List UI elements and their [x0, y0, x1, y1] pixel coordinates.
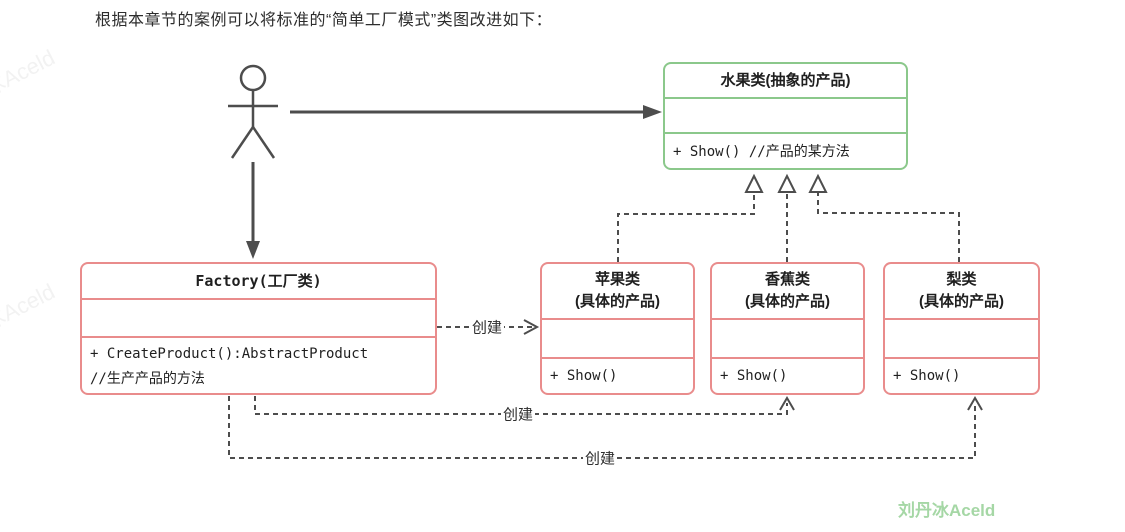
- class-apple-title: 苹果类 (具体的产品): [542, 264, 693, 318]
- edge-label-create-pear: 创建: [582, 447, 618, 469]
- class-fruit-method: + Show() //产品的某方法: [665, 132, 906, 168]
- actor-head: [239, 64, 267, 92]
- arrowhead-hollow-triangle: [777, 173, 797, 193]
- class-pear-method: + Show(): [885, 357, 1038, 393]
- watermark-author: 刘丹冰Aceld: [898, 501, 996, 520]
- inheritance-pear-to-fruit: [808, 173, 960, 262]
- class-pear-name: 梨类: [946, 271, 977, 288]
- arrowhead-solid-down: [246, 241, 260, 259]
- arrowhead-open-up: [779, 396, 795, 411]
- class-apple-method: + Show(): [542, 357, 693, 393]
- edge-label-create-banana: 创建: [500, 403, 536, 425]
- class-fruit-title: 水果类(抽象的产品): [720, 71, 851, 89]
- inheritance-banana-to-fruit: [777, 173, 797, 262]
- watermark-faint-middle: 刘丹冰Aceld: [0, 278, 59, 356]
- class-factory-methods: + CreateProduct():AbstractProduct //生产产品…: [82, 336, 435, 393]
- actor-leg-right: [251, 126, 276, 159]
- arrowhead-hollow-triangle: [744, 173, 764, 193]
- class-box-pear: 梨类 (具体的产品) + Show(): [883, 262, 1040, 395]
- class-factory-method-line1: + CreateProduct():AbstractProduct: [90, 346, 369, 362]
- arrowhead-open-up: [967, 396, 983, 411]
- class-factory-attributes: [82, 298, 435, 336]
- association-actor-to-fruit: [290, 105, 662, 119]
- class-banana-attributes: [712, 318, 863, 357]
- association-actor-to-factory: [246, 162, 260, 259]
- class-apple-attributes: [542, 318, 693, 357]
- arrowhead-solid-right: [643, 105, 662, 119]
- watermark-faint-top: 刘丹冰Aceld: [0, 44, 59, 122]
- class-box-factory: Factory(工厂类) + CreateProduct():AbstractP…: [80, 262, 437, 395]
- class-fruit-attributes: [665, 97, 906, 132]
- class-box-banana: 香蕉类 (具体的产品) + Show(): [710, 262, 865, 395]
- class-pear-attributes: [885, 318, 1038, 357]
- class-box-fruit: 水果类(抽象的产品) + Show() //产品的某方法: [663, 62, 908, 170]
- class-factory-title: Factory(工厂类): [195, 272, 322, 290]
- arrowhead-hollow-triangle: [808, 173, 828, 193]
- class-pear-subtitle: (具体的产品): [919, 293, 1004, 310]
- edge-label-create-apple: 创建: [469, 316, 505, 338]
- class-box-apple: 苹果类 (具体的产品) + Show(): [540, 262, 695, 395]
- class-banana-subtitle: (具体的产品): [745, 293, 830, 310]
- class-factory-method-line2: //生产产品的方法: [90, 371, 205, 387]
- arrowhead-open-right: [523, 319, 540, 335]
- page-title: 根据本章节的案例可以将标准的“简单工厂模式”类图改进如下：: [95, 12, 553, 29]
- class-apple-subtitle: (具体的产品): [575, 293, 660, 310]
- actor-leg-left: [230, 126, 255, 159]
- class-apple-name: 苹果类: [594, 271, 640, 288]
- class-banana-title: 香蕉类 (具体的产品): [712, 264, 863, 318]
- class-banana-name: 香蕉类: [764, 271, 810, 288]
- inheritance-apple-to-fruit: [617, 173, 764, 262]
- actor-figure: [228, 64, 278, 159]
- class-banana-method: + Show(): [712, 357, 863, 393]
- class-pear-title: 梨类 (具体的产品): [885, 264, 1038, 318]
